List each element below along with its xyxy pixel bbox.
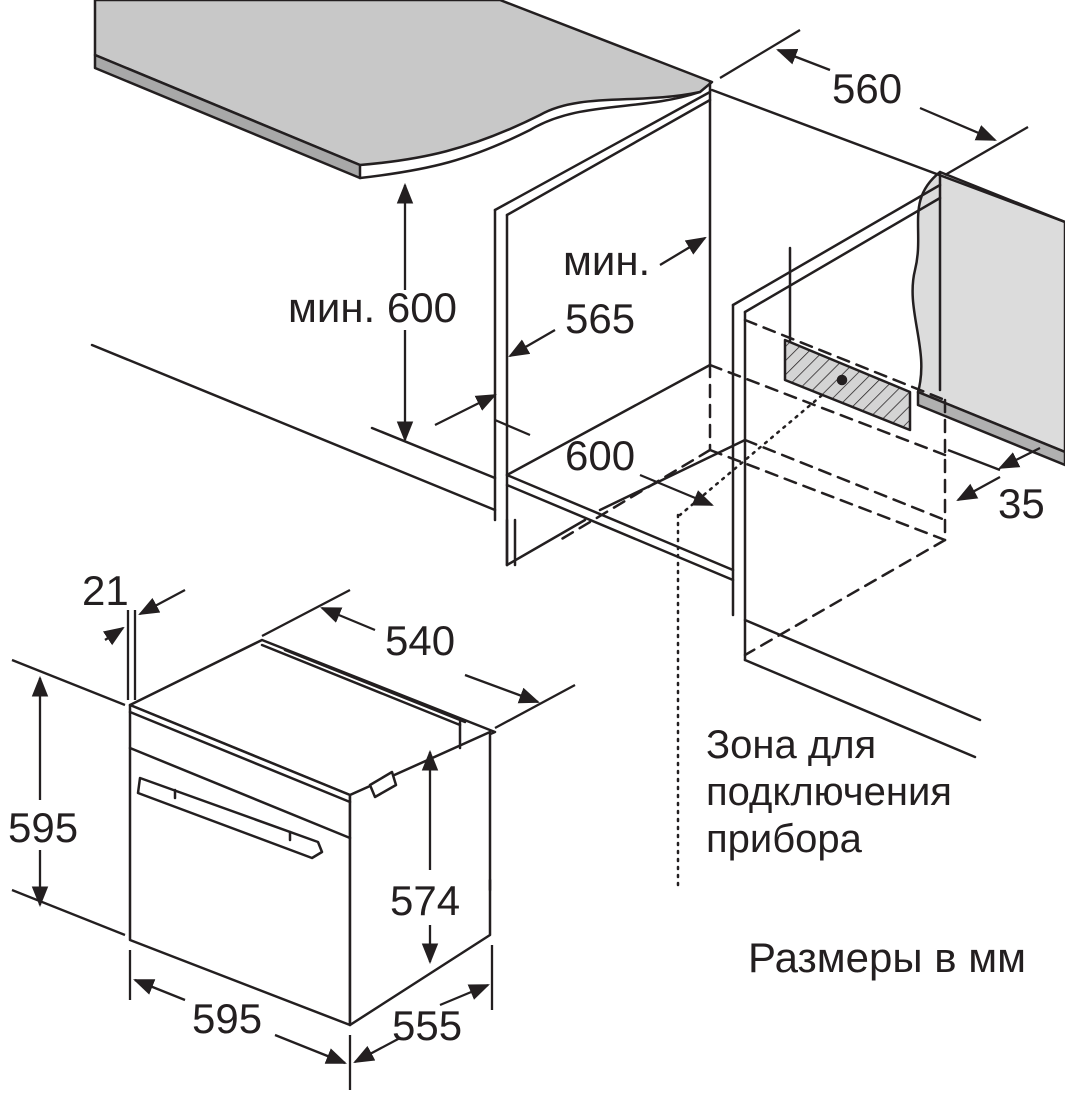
units-note: Размеры в мм xyxy=(748,934,1026,981)
dim-label-540: 540 xyxy=(385,617,455,664)
connection-zone-hatch xyxy=(783,338,912,432)
dim-label-600-niche: 600 xyxy=(565,432,635,479)
dim-label-595-width: 595 xyxy=(192,995,262,1042)
oven-appliance xyxy=(128,638,497,1027)
dim-label-min-600: мин. 600 xyxy=(288,284,457,331)
dim-label-555: 555 xyxy=(392,1002,462,1049)
zone-caption-line-1: Зона для xyxy=(706,723,876,767)
zone-caption-line-3: прибора xyxy=(706,817,863,861)
dim-label-574: 574 xyxy=(390,877,460,924)
dim-label-min: мин. xyxy=(563,237,650,284)
cabinet-niche xyxy=(90,80,1065,892)
dim-label-35: 35 xyxy=(998,480,1045,527)
zone-caption-line-2: подключения xyxy=(706,770,952,814)
countertop xyxy=(93,0,714,180)
dim-label-595-height: 595 xyxy=(8,804,78,851)
right-wall-panel xyxy=(911,170,1065,467)
dim-label-21: 21 xyxy=(82,567,129,614)
connection-point xyxy=(836,374,848,386)
dim-label-560: 560 xyxy=(832,65,902,112)
dim-label-565: 565 xyxy=(565,295,635,342)
